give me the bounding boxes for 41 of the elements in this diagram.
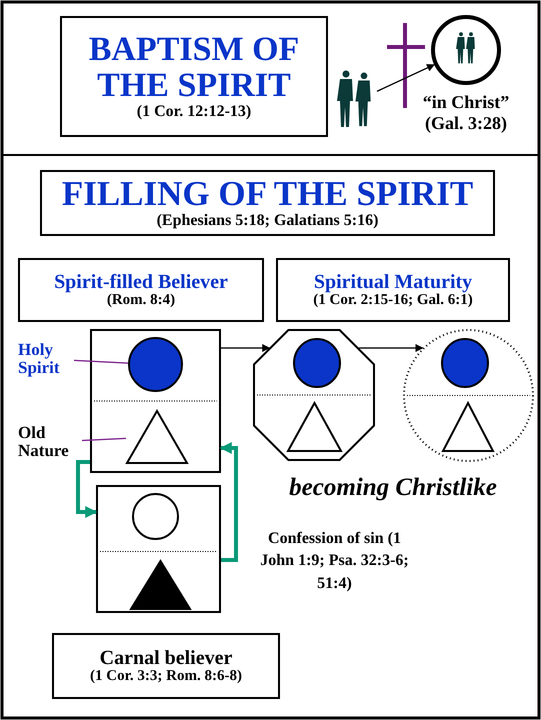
believer-box — [96, 485, 221, 613]
believer-circle — [403, 329, 534, 462]
believer-box — [90, 329, 221, 473]
arrow — [358, 344, 424, 352]
heading-text: Old Nature — [18, 424, 70, 460]
spirit-circle — [132, 493, 179, 540]
title-box — [60, 16, 328, 137]
reference-text: (1 Cor. 2:15-16; Gal. 6:1) — [312, 292, 474, 308]
spirit-circle — [293, 338, 341, 388]
nature-triangle — [442, 402, 494, 452]
reference-text: (Rom. 8:4) — [106, 292, 176, 308]
heading-text: Carnal believer — [98, 648, 234, 669]
arrow — [76, 460, 98, 518]
heading-box — [52, 633, 280, 699]
spirit-circle — [441, 338, 489, 388]
spirit-circle — [128, 337, 183, 392]
believer-octagon — [253, 329, 375, 461]
arrow — [220, 442, 238, 562]
nature-triangle — [126, 410, 188, 464]
leader-line — [82, 438, 126, 442]
caption-text: becoming Christlike — [288, 473, 498, 503]
arrow — [376, 64, 435, 92]
heading-text: Spirit-filled Believer — [53, 272, 229, 293]
nature-triangle — [287, 402, 342, 452]
arrow — [221, 344, 270, 352]
heading-box — [18, 258, 264, 322]
heading-text: Spiritual Maturity — [312, 272, 474, 293]
leader-line — [74, 360, 128, 364]
person-circle — [431, 15, 501, 85]
heading-box — [276, 258, 510, 322]
reference-text: (1 Cor. 12:12-13) — [136, 104, 252, 121]
nature-triangle — [130, 560, 191, 610]
heading-text: BAPTISM OF THE SPIRIT — [88, 32, 300, 104]
note-text: Confession of sin (1 John 1:9; Psa. 32:3-6; 51:4) — [259, 529, 410, 594]
reference-text: (Ephesians 5:18; Galatians 5:16) — [156, 212, 380, 230]
title-box — [40, 170, 495, 236]
heading-text: FILLING OF THE SPIRIT — [60, 176, 474, 213]
heading-text: Holy Spirit — [18, 341, 61, 377]
caption-text: “in Christ” — [422, 93, 510, 112]
reference-text: (1 Cor. 3:3; Rom. 8:6-8) — [89, 668, 243, 684]
caption-text: (Gal. 3:28) — [424, 114, 508, 133]
